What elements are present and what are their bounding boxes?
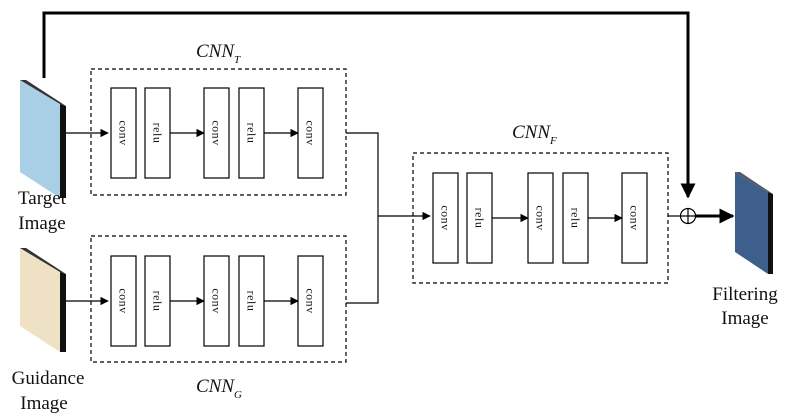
guidance-layer-label: relu <box>151 291 165 312</box>
target-layer-label: relu <box>245 123 259 144</box>
cnn-fusion-title: CNNF <box>512 122 557 147</box>
fusion-layer-label: conv <box>534 205 548 230</box>
guidance-layer-conv-block <box>110 255 137 347</box>
target-layer-conv-block <box>110 87 137 179</box>
cnn-guidance-group: CNNG <box>90 235 347 401</box>
guidance-layer-relu-block <box>238 255 265 347</box>
filtering-image-slab <box>735 172 773 274</box>
cnn-fusion-box <box>412 152 669 284</box>
fusion-layer-relu-block <box>466 172 493 264</box>
cnn-target-title: CNNT <box>196 41 241 66</box>
guidance-image-label-line2: Image <box>20 393 67 414</box>
cnn-guidance-title: CNNG <box>196 376 242 401</box>
target-image-label-line1: Target <box>18 188 67 209</box>
filtering-image-label-line2: Image <box>721 308 768 329</box>
fusion-layer-relu-block <box>562 172 589 264</box>
fusion-layer-label: conv <box>628 205 642 230</box>
guidance-layer-conv-block <box>297 255 324 347</box>
target-layer-label: conv <box>210 120 224 145</box>
target-layer-conv-block <box>297 87 324 179</box>
guidance-image-label-line1: Guidance <box>12 368 85 389</box>
fusion-layer-conv-block <box>621 172 648 264</box>
target-image-slab <box>20 80 66 198</box>
merge-connector <box>346 132 379 304</box>
guidance-layer-label: conv <box>210 288 224 313</box>
target-layer-label: conv <box>117 120 131 145</box>
target-image-label-line2: Image <box>18 213 65 234</box>
skip-connection-line <box>42 11 696 199</box>
target-layer-relu-block <box>144 87 171 179</box>
cnn-target-group: CNNT <box>90 41 347 196</box>
guidance-layer-relu-block <box>144 255 171 347</box>
fusion-layer-label: conv <box>439 205 453 230</box>
target-layer-relu-block <box>238 87 265 179</box>
cnn-fusion-group: CNNF <box>412 122 669 284</box>
fusion-layer-conv-block <box>432 172 459 264</box>
fusion-layer-label: relu <box>473 208 487 229</box>
cnn-target-box <box>90 68 347 196</box>
cnn-target-layers: conv relu conv relu conv <box>110 87 324 179</box>
guidance-layer-label: conv <box>304 288 318 313</box>
cnn-fusion-layers: conv relu conv relu conv <box>432 172 648 264</box>
sum-node <box>679 207 697 225</box>
target-layer-label: conv <box>304 120 318 145</box>
target-layer-label: relu <box>151 123 165 144</box>
cnn-guidance-layers: conv relu conv relu conv <box>110 255 324 347</box>
filtering-image-label-line1: Filtering <box>712 284 778 305</box>
guidance-layer-conv-block <box>203 255 230 347</box>
guidance-image-slab <box>20 248 66 352</box>
cnn-guidance-box <box>90 235 347 363</box>
guidance-layer-label: conv <box>117 288 131 313</box>
fusion-layer-label: relu <box>569 208 583 229</box>
guidance-layer-label: relu <box>245 291 259 312</box>
